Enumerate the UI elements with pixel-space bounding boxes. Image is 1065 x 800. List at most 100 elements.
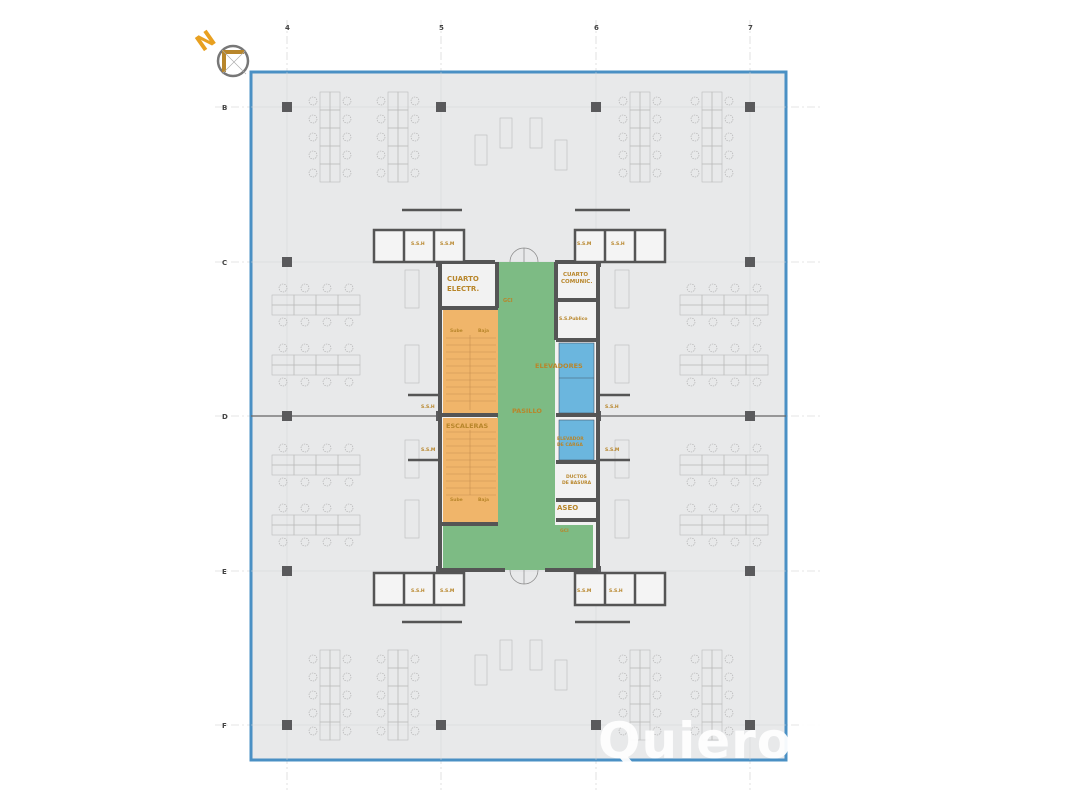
- chair: [652, 168, 662, 178]
- grid-label-col: 6: [594, 24, 599, 32]
- corridor-bottom: [443, 525, 593, 569]
- chair: [752, 377, 762, 387]
- chair: [342, 654, 352, 664]
- chair: [376, 168, 386, 178]
- chair: [686, 377, 696, 387]
- grid-label-row: E: [222, 568, 227, 576]
- room-labels: CUARTO ELECTR. GCI CUARTO COMUNIC. S.S.P…: [446, 272, 592, 534]
- restroom-block: [372, 571, 466, 607]
- chair: [300, 283, 310, 293]
- chair: [618, 150, 628, 160]
- chair: [342, 150, 352, 160]
- chair: [690, 168, 700, 178]
- grid-label-col: 7: [748, 24, 753, 32]
- label-bl-h: S.S.H: [411, 588, 425, 594]
- chair: [752, 317, 762, 327]
- label-mr-h: S.S.H: [605, 404, 619, 410]
- column: [591, 102, 601, 112]
- chair: [730, 317, 740, 327]
- desk: [639, 163, 651, 183]
- chair: [686, 443, 696, 453]
- chair: [344, 443, 354, 453]
- chair: [708, 317, 718, 327]
- chair: [300, 477, 310, 487]
- chair: [730, 443, 740, 453]
- column: [282, 257, 292, 267]
- label-sube-bottom: Sube: [450, 497, 463, 503]
- desk: [397, 721, 409, 741]
- label-cuarto-electr-1: CUARTO: [447, 275, 479, 283]
- chair: [376, 114, 386, 124]
- chair: [686, 503, 696, 513]
- chair: [618, 672, 628, 682]
- chair: [344, 537, 354, 547]
- chair: [708, 443, 718, 453]
- chair: [686, 343, 696, 353]
- chair: [410, 150, 420, 160]
- chair: [752, 283, 762, 293]
- chair: [652, 96, 662, 106]
- chair: [376, 690, 386, 700]
- lounge-furniture: [554, 659, 568, 691]
- building-core: [438, 247, 600, 585]
- chair: [278, 317, 288, 327]
- chair: [278, 477, 288, 487]
- chair: [690, 96, 700, 106]
- label-br-h: S.S.H: [609, 588, 623, 594]
- restroom-block: [573, 228, 667, 264]
- chair: [300, 537, 310, 547]
- lounge-furniture: [529, 639, 543, 671]
- chair: [376, 150, 386, 160]
- chair: [308, 150, 318, 160]
- label-baja-bottom: Baja: [478, 497, 489, 503]
- chair: [686, 477, 696, 487]
- column: [436, 720, 446, 730]
- chair: [618, 168, 628, 178]
- desk: [745, 524, 769, 536]
- label-elevador-carga-1: ELEVADOR: [557, 436, 584, 442]
- chair: [708, 377, 718, 387]
- chair: [690, 726, 700, 736]
- label-gci-top: GCI: [503, 298, 513, 304]
- chair: [652, 114, 662, 124]
- chair: [342, 132, 352, 142]
- chair: [308, 132, 318, 142]
- chair: [344, 317, 354, 327]
- chair: [708, 343, 718, 353]
- chair: [690, 150, 700, 160]
- label-tl-h: S.S.H: [411, 241, 425, 247]
- restroom-block: [372, 228, 466, 264]
- chair: [278, 537, 288, 547]
- chair: [376, 726, 386, 736]
- column: [282, 566, 292, 576]
- label-ductos-1: DUCTOS: [566, 474, 587, 480]
- chair: [708, 283, 718, 293]
- chair: [342, 672, 352, 682]
- chair: [724, 114, 734, 124]
- label-ml-h: S.S.H: [421, 404, 435, 410]
- chair: [690, 690, 700, 700]
- chair: [618, 690, 628, 700]
- chair: [344, 503, 354, 513]
- chair: [342, 708, 352, 718]
- label-cuarto-electr-2: ELECTR.: [447, 285, 479, 293]
- chair: [686, 317, 696, 327]
- chair: [322, 537, 332, 547]
- side-desk: [404, 499, 420, 539]
- lounge-furniture: [474, 134, 488, 166]
- chair: [278, 503, 288, 513]
- chair: [410, 672, 420, 682]
- chair: [618, 96, 628, 106]
- chair: [724, 690, 734, 700]
- desk: [745, 464, 769, 476]
- chair: [618, 654, 628, 664]
- grid-label-row: D: [222, 413, 228, 421]
- desk: [397, 163, 409, 183]
- chair: [686, 537, 696, 547]
- chair: [708, 477, 718, 487]
- chair: [730, 537, 740, 547]
- chair: [322, 317, 332, 327]
- chair: [308, 654, 318, 664]
- chair: [690, 132, 700, 142]
